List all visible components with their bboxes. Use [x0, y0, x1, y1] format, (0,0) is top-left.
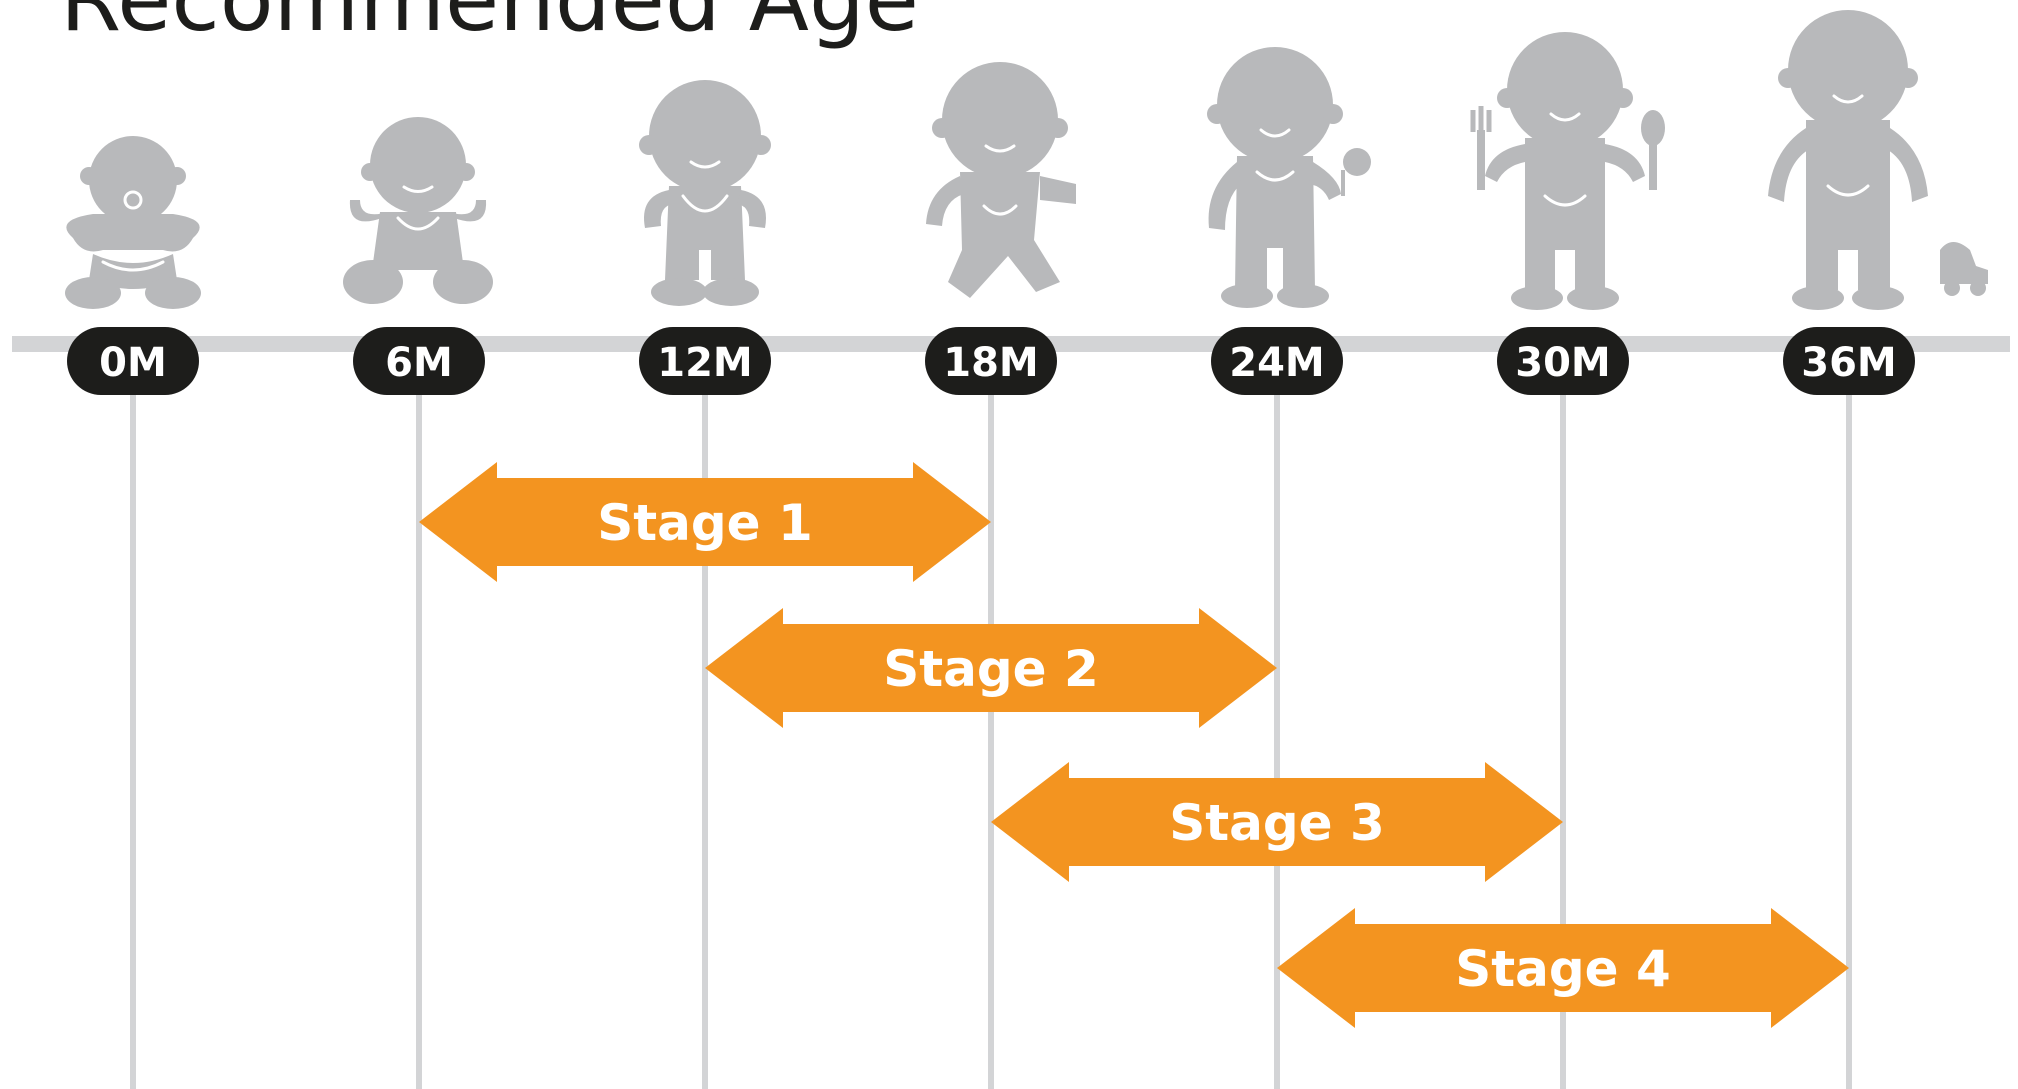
- age-pill: [1211, 327, 1343, 395]
- stage-arrow-shape: [1277, 908, 1849, 1028]
- stage-arrow-1: Stage 1: [419, 462, 991, 582]
- age-pill: [1783, 327, 1915, 395]
- toddler-lollipop-icon: [1207, 47, 1371, 308]
- guide-line-18M: [988, 344, 994, 1089]
- guide-line-12M: [702, 344, 708, 1089]
- age-marker-0M: 0M: [67, 327, 199, 395]
- stage-arrows: Stage 1 Stage 2 Stage 3 Stage 4: [419, 462, 1849, 1028]
- guide-lines: [130, 344, 1852, 1089]
- age-markers: 0M 6M 12M 18M 24M 30M 36M: [67, 327, 1915, 395]
- walking-toddler-icon: [926, 62, 1076, 298]
- age-pill: [639, 327, 771, 395]
- stage-label: Stage 2: [883, 640, 1099, 698]
- stage-arrow-shape: [705, 608, 1277, 728]
- age-label: 6M: [385, 340, 453, 386]
- age-pill: [353, 327, 485, 395]
- age-label: 12M: [657, 340, 752, 386]
- age-pill: [1497, 327, 1629, 395]
- page-title: Recommended Age: [60, 0, 919, 51]
- age-label: 30M: [1515, 340, 1610, 386]
- guide-line-0M: [130, 344, 136, 1089]
- stage-arrow-2: Stage 2: [705, 608, 1277, 728]
- newborn-icon: [65, 136, 201, 309]
- guide-line-6M: [416, 344, 422, 1089]
- stage-label: Stage 4: [1455, 940, 1671, 998]
- figures: [65, 10, 1988, 310]
- guide-line-36M: [1846, 344, 1852, 1089]
- stage-arrow-shape: [419, 462, 991, 582]
- age-marker-12M: 12M: [639, 327, 771, 395]
- age-label: 0M: [99, 340, 167, 386]
- age-marker-36M: 36M: [1783, 327, 1915, 395]
- age-marker-24M: 24M: [1211, 327, 1343, 395]
- stage-arrow-4: Stage 4: [1277, 908, 1849, 1028]
- stage-label: Stage 1: [597, 494, 813, 552]
- age-marker-30M: 30M: [1497, 327, 1629, 395]
- age-label: 18M: [943, 340, 1038, 386]
- age-marker-6M: 6M: [353, 327, 485, 395]
- standing-baby-icon: [639, 80, 771, 306]
- stage-arrow-3: Stage 3: [991, 762, 1563, 882]
- age-pill: [67, 327, 199, 395]
- sitting-baby-icon: [343, 117, 493, 304]
- child-fork-spoon-icon: [1470, 32, 1665, 310]
- age-pill: [925, 327, 1057, 395]
- age-label: 24M: [1229, 340, 1324, 386]
- child-toy-car-icon: [1768, 10, 1988, 310]
- stage-label: Stage 3: [1169, 794, 1385, 852]
- guide-line-24M: [1274, 344, 1280, 1089]
- guide-line-30M: [1560, 344, 1566, 1089]
- age-marker-18M: 18M: [925, 327, 1057, 395]
- age-label: 36M: [1801, 340, 1896, 386]
- stage-arrow-shape: [991, 762, 1563, 882]
